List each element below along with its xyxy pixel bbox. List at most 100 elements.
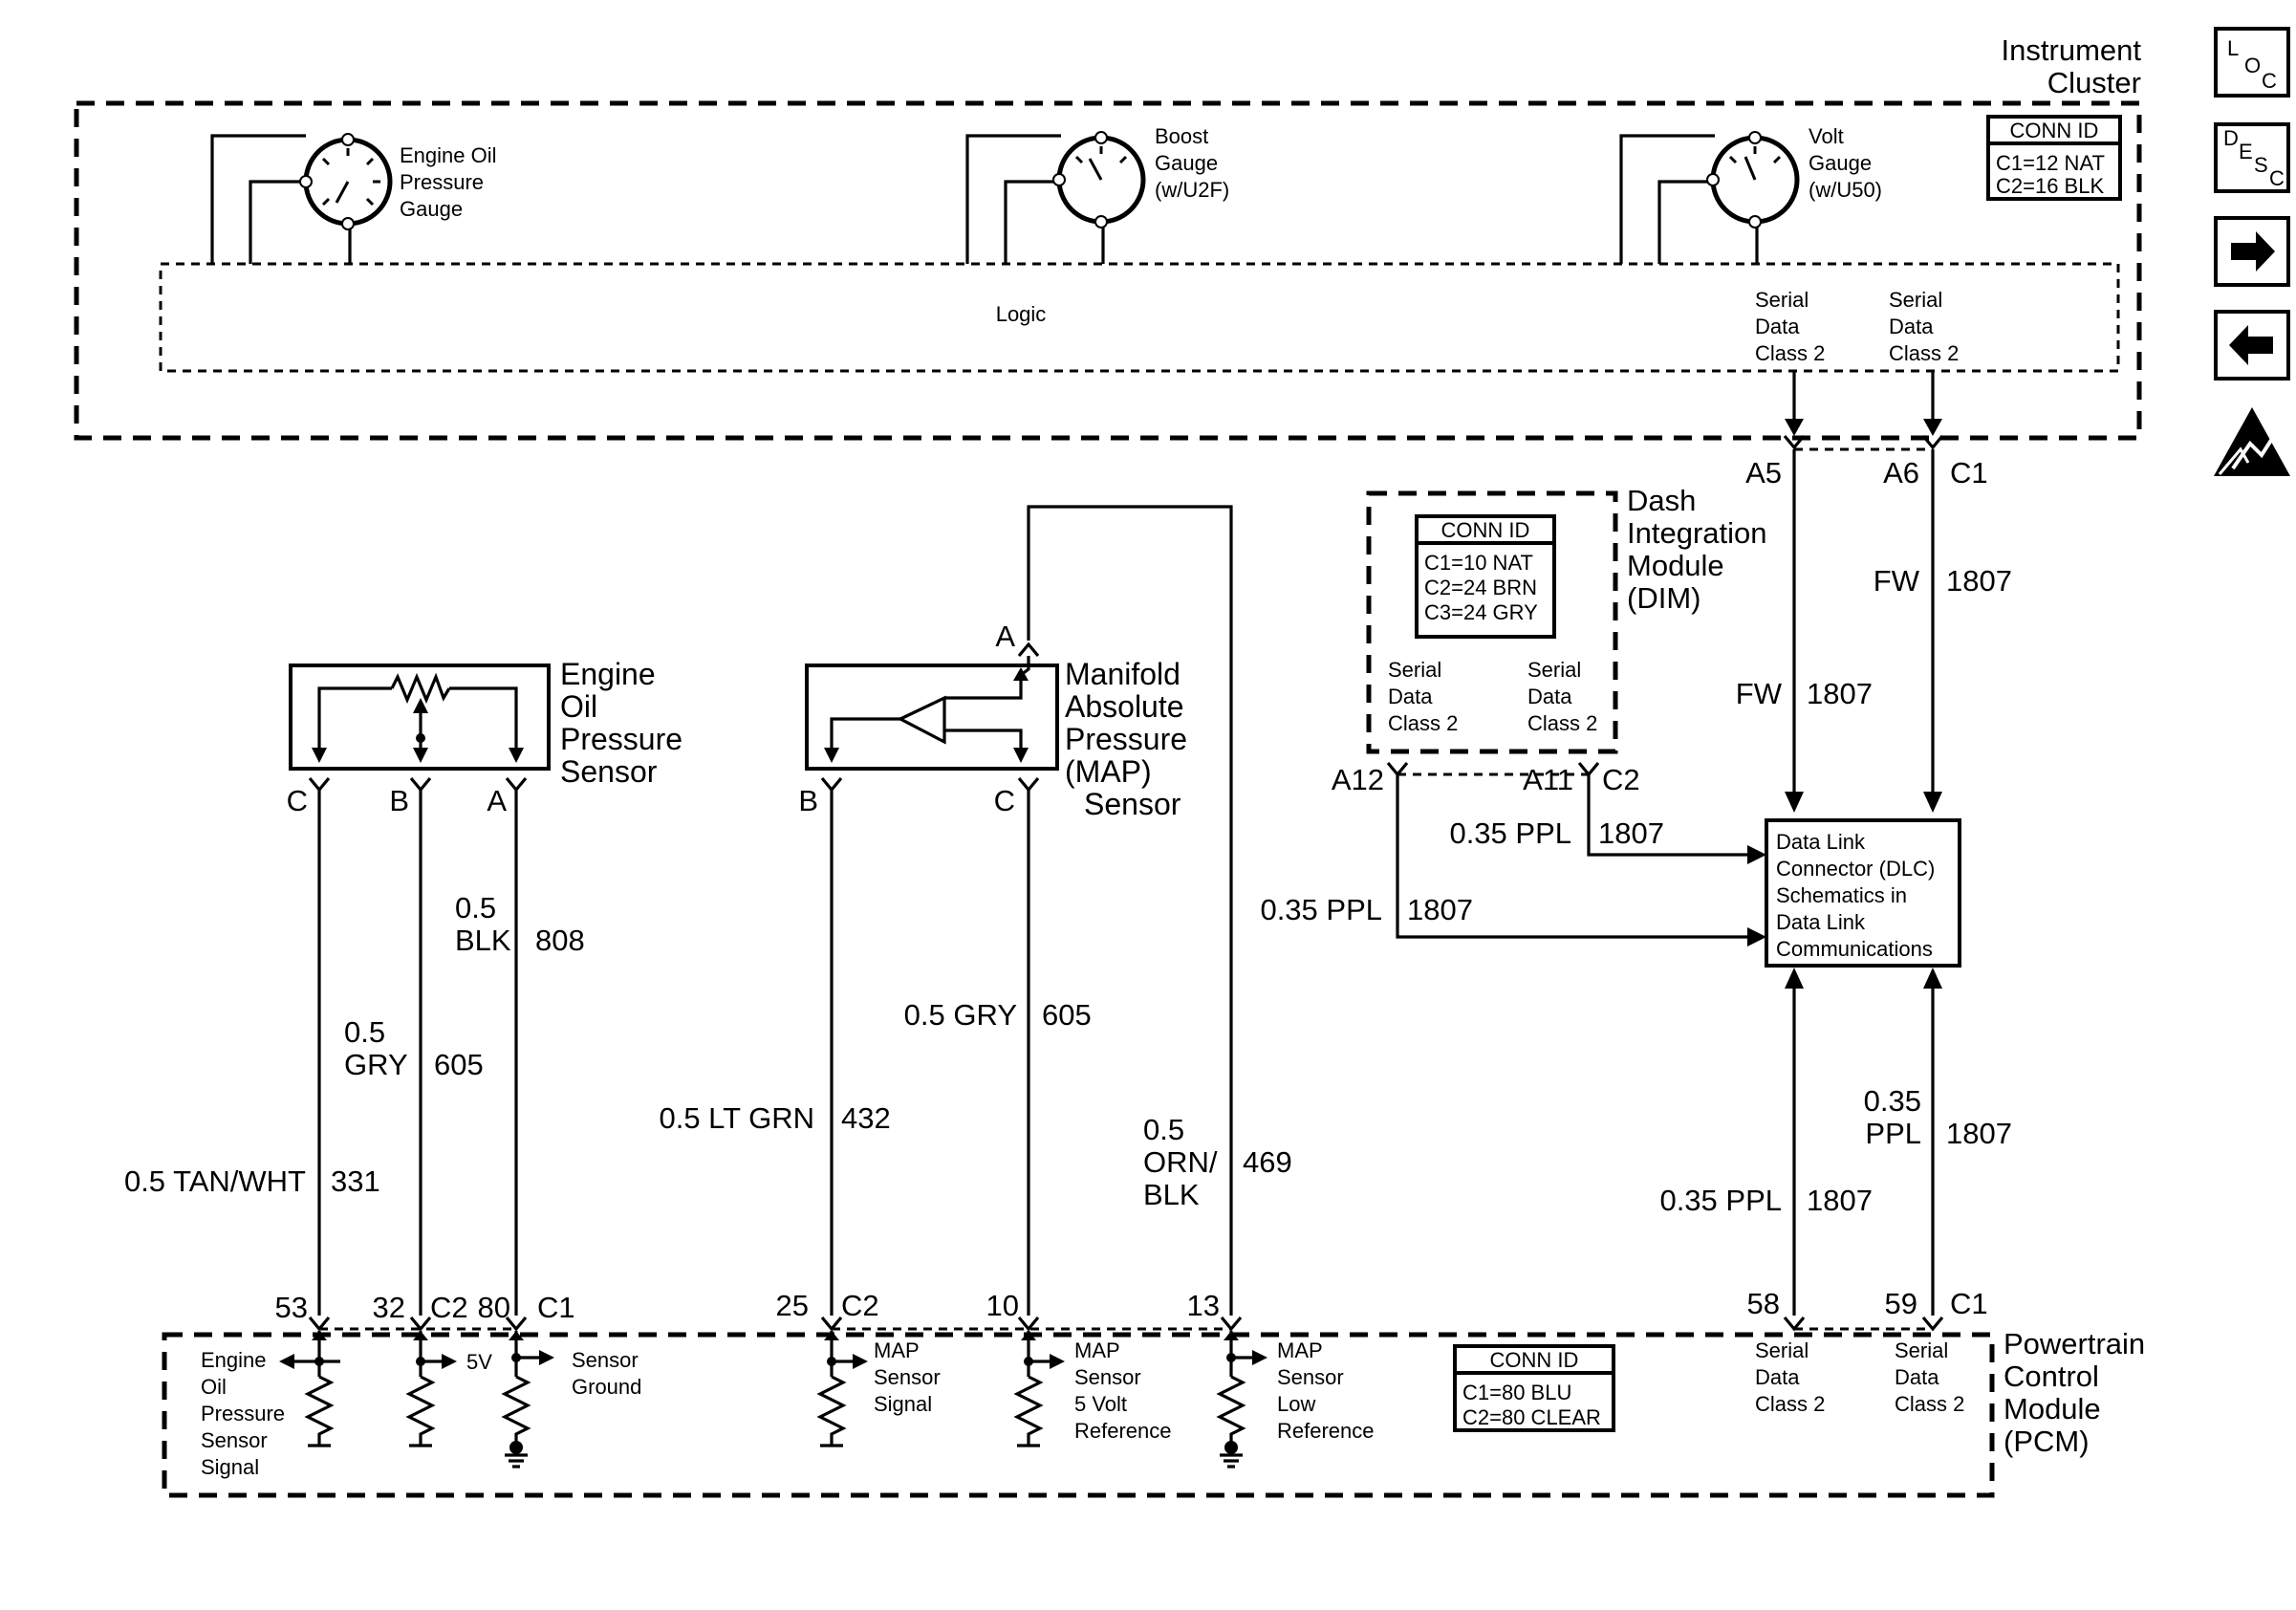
powertrain-control-module: 53 32 C2 80 C1 25 C2 10 13 58 59 C1 Powe… — [162, 1287, 2145, 1498]
side-icons: L O C D E S C — [2214, 27, 2290, 476]
oil-sensor-pin-c: C — [287, 784, 308, 817]
pcm-serial-right-2: Data — [1895, 1365, 1939, 1389]
data-link-connector: Data Link Connector (DLC) Schematics in … — [1765, 818, 1961, 968]
pcm-serial-left-3: Class 2 — [1755, 1392, 1825, 1416]
map-sensor: Manifold Absolute Pressure (MAP) Sensor … — [798, 505, 1233, 1316]
svg-text:C: C — [2262, 69, 2277, 93]
pcm-pin-53: 53 — [275, 1291, 308, 1324]
pcm-serial-left-1: Serial — [1755, 1338, 1809, 1362]
wire-a5-color: FW — [1736, 677, 1783, 710]
wire-469-color-1: ORN/ — [1143, 1145, 1218, 1179]
map-sensor-wires: 0.5 LT GRN 432 0.5 GRY 605 0.5 ORN/ BLK … — [659, 776, 1292, 1316]
desc-icon[interactable]: D E S C — [2214, 122, 2290, 193]
volt-gauge: Volt Gauge (w/U50) — [1619, 124, 1882, 264]
pcm-outline — [162, 1332, 1995, 1498]
pcm-serial-left-2: Data — [1755, 1365, 1800, 1389]
ic-pin-a6: A6 — [1883, 456, 1919, 490]
pcm-pin-58: 58 — [1747, 1287, 1780, 1320]
dim-conn-id-c3: C3=24 GRY — [1424, 600, 1538, 624]
pcm-serial-right-3: Class 2 — [1895, 1392, 1964, 1416]
pcm-circuit-map-low-ref: MAP Sensor Low Reference — [1216, 1331, 1375, 1469]
pcm-serial-wires: 0.35 PPL 1807 0.35 PPL 1807 — [1659, 968, 2012, 1316]
ic-conn-id-box: CONN ID C1=12 NAT C2=16 BLK — [1986, 115, 2122, 201]
pcm-sensor-ground-1: Sensor — [572, 1348, 639, 1372]
svg-text:D: D — [2223, 126, 2239, 150]
ic-serial-right-3: Class 2 — [1889, 341, 1959, 365]
dlc-line-4: Data Link — [1776, 910, 1866, 934]
volt-gauge-label-3: (w/U50) — [1809, 178, 1882, 202]
map-sensor-pin-a: A — [995, 620, 1015, 653]
pcm-pullup-resistor-icon — [304, 1375, 335, 1446]
wire-331-circuit: 331 — [331, 1164, 380, 1198]
boost-gauge-label-2: Gauge — [1155, 151, 1218, 175]
wire-a11-size-color: 0.35 PPL — [1449, 816, 1571, 850]
oil-sensor-pin-b: B — [389, 784, 409, 817]
dim-conn-id-box: CONN ID C1=10 NAT C2=24 BRN C3=24 GRY — [1415, 514, 1556, 639]
volt-gauge-label-1: Volt — [1809, 124, 1844, 148]
wire-469-circuit: 469 — [1243, 1145, 1292, 1179]
ic-pin-a5: A5 — [1745, 456, 1782, 490]
wire-a5-circuit: 1807 — [1807, 677, 1873, 710]
ic-conn-id-c1: C1=12 NAT — [1996, 151, 2105, 175]
previous-arrow-icon[interactable] — [2214, 310, 2290, 381]
oil-sensor-title-3: Pressure — [560, 722, 682, 756]
pcm-conn-c1-right: C1 — [1950, 1287, 1988, 1320]
loc-icon[interactable]: L O C — [2214, 27, 2290, 98]
dlc-line-3: Schematics in — [1776, 883, 1907, 907]
resistor-icon — [390, 672, 451, 705]
wire-58-size-color: 0.35 PPL — [1659, 1184, 1782, 1217]
pcm-oil-signal-2: Oil — [201, 1375, 227, 1399]
boost-gauge-label-3: (w/U2F) — [1155, 178, 1229, 202]
oil-gauge-label-2: Pressure — [400, 170, 484, 194]
dim-serial-right-3: Class 2 — [1527, 711, 1597, 735]
logic-block-outline — [159, 262, 2120, 373]
wire-58-circuit: 1807 — [1807, 1184, 1873, 1217]
volt-gauge-label-2: Gauge — [1809, 151, 1872, 175]
pcm-title-1: Powertrain — [2004, 1327, 2145, 1360]
pcm-oil-signal-3: Pressure — [201, 1402, 285, 1425]
oil-sensor-title-1: Engine — [560, 657, 656, 691]
dim-serial-left-3: Class 2 — [1388, 711, 1458, 735]
pcm-title-2: Control — [2004, 1360, 2099, 1393]
pcm-map-5v-3: 5 Volt — [1074, 1392, 1127, 1416]
ic-conn-id-c2: C2=16 BLK — [1996, 174, 2104, 198]
pcm-pin-25: 25 — [776, 1289, 809, 1322]
pcm-map-low-3: Low — [1277, 1392, 1315, 1416]
instrument-cluster: Instrument Cluster Logic CONN ID C1=12 N… — [74, 33, 2142, 441]
pcm-map-signal-1: MAP — [874, 1338, 920, 1362]
wire-59-color: PPL — [1865, 1117, 1921, 1150]
pcm-pin-59: 59 — [1885, 1287, 1917, 1320]
wire-605a-color: GRY — [344, 1048, 408, 1081]
oil-sensor-wires: 0.5 TAN/WHT 331 0.5 GRY 605 0.5 BLK 808 — [124, 776, 585, 1316]
pcm-conn-id-header: CONN ID — [1490, 1348, 1579, 1372]
dim-conn-id-c2: C2=24 BRN — [1424, 576, 1537, 599]
wire-432-circuit: 432 — [841, 1101, 891, 1135]
pcm-circuit-map-5v-ref: MAP Sensor 5 Volt Reference — [1013, 1331, 1172, 1447]
pcm-connector-row: 53 32 C2 80 C1 25 C2 10 13 58 59 C1 — [275, 1287, 1988, 1332]
wire-59-size: 0.35 — [1864, 1084, 1921, 1118]
pcm-pin-10: 10 — [986, 1289, 1019, 1322]
wire-808-circuit: 808 — [535, 924, 585, 957]
svg-text:E: E — [2239, 140, 2253, 163]
wire-432-size-color: 0.5 LT GRN — [659, 1101, 814, 1135]
dim-conn-c2: C2 — [1602, 763, 1640, 796]
instrument-cluster-outline — [74, 100, 2142, 441]
map-sensor-pin-b: B — [798, 784, 818, 817]
next-arrow-icon[interactable] — [2214, 216, 2290, 287]
dlc-line-2: Connector (DLC) — [1776, 857, 1935, 881]
wire-469-size: 0.5 — [1143, 1113, 1184, 1146]
map-low-reference-wire — [1027, 505, 1233, 1316]
pcm-serial-right-1: Serial — [1895, 1338, 1948, 1362]
instrument-cluster-title-2: Cluster — [2047, 66, 2141, 99]
ic-serial-right-1: Serial — [1889, 288, 1942, 312]
map-sensor-title-1: Manifold — [1065, 657, 1180, 691]
dim-title-2: Integration — [1627, 516, 1767, 550]
svg-text:L: L — [2227, 36, 2239, 60]
wire-a6-circuit: 1807 — [1946, 564, 2012, 598]
pcm-circuit-sensor-ground: Sensor Ground — [501, 1331, 641, 1469]
pcm-map-5v-4: Reference — [1074, 1419, 1172, 1443]
engine-oil-pressure-sensor: Engine Oil Pressure Sensor C B A — [287, 657, 682, 817]
dlc-line-5: Communications — [1776, 937, 1933, 961]
pcm-pin-13: 13 — [1187, 1289, 1220, 1322]
pcm-conn-id-c1: C1=80 BLU — [1462, 1381, 1571, 1404]
